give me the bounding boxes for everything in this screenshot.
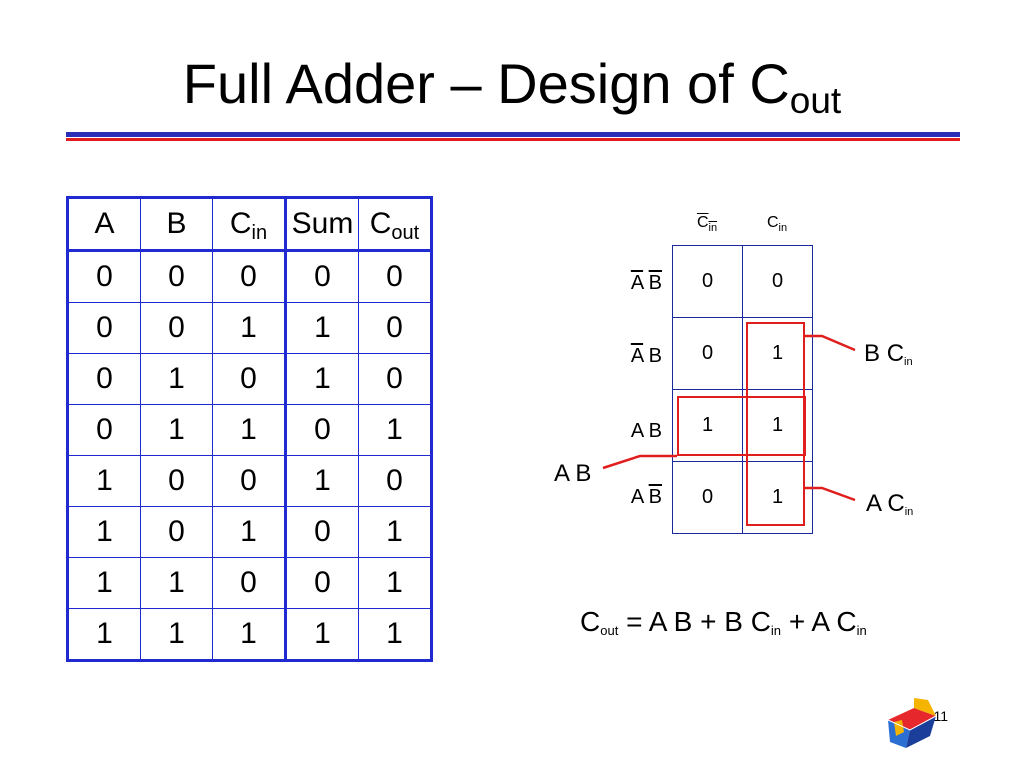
kmap-row-label-a-bbar: A B <box>630 486 662 508</box>
table-cell: 1 <box>358 608 432 661</box>
table-cell: 1 <box>140 608 213 661</box>
group-box-ab <box>677 396 806 456</box>
kmap-row-label-a-b: A B <box>630 420 662 442</box>
table-cell: 1 <box>358 506 432 558</box>
kmap-col-header-cin-bar: Cin <box>696 214 718 234</box>
group-label-ac: A Cin <box>866 490 914 518</box>
kmap-col-header-cin: Cin <box>766 214 788 234</box>
truth-table-header-row: A B Cin Sum Cout <box>67 197 432 252</box>
header-cout: Cout <box>358 197 432 252</box>
table-cell: 1 <box>358 404 432 456</box>
table-cell: 0 <box>67 250 141 303</box>
title-underline-red <box>66 138 960 141</box>
group-label-bc: B Cin <box>864 340 913 368</box>
table-cell: 1 <box>285 455 359 507</box>
leader-line-ab <box>602 454 677 470</box>
table-cell: 0 <box>285 557 359 609</box>
cout-equation: Cout = A B + B Cin + A Cin <box>580 606 867 638</box>
table-cell: 1 <box>285 608 359 661</box>
table-cell: 1 <box>140 404 213 456</box>
table-cell: 1 <box>212 404 287 456</box>
kmap-row-label-abar-b: A B <box>630 345 662 367</box>
table-cell: 0 <box>212 250 287 303</box>
header-a: A <box>67 197 141 252</box>
table-cell: 0 <box>67 404 141 456</box>
page-number: 11 <box>933 708 948 724</box>
leader-line-bc <box>805 334 856 352</box>
group-box-ac <box>746 396 805 526</box>
university-logo <box>887 698 937 748</box>
table-cell: 0 <box>358 353 432 405</box>
table-cell: 0 <box>140 302 213 354</box>
table-cell: 1 <box>285 302 359 354</box>
table-cell: 1 <box>358 557 432 609</box>
header-sum: Sum <box>285 197 359 252</box>
table-cell: 1 <box>140 557 213 609</box>
header-b: B <box>140 197 213 252</box>
table-cell: 1 <box>212 302 287 354</box>
header-cin: Cin <box>212 197 287 252</box>
kmap-cell: 1 <box>742 461 813 534</box>
table-cell: 0 <box>212 557 287 609</box>
table-cell: 0 <box>212 353 287 405</box>
table-cell: 0 <box>358 250 432 303</box>
table-cell: 0 <box>285 506 359 558</box>
table-cell: 1 <box>67 506 141 558</box>
table-cell: 1 <box>212 506 287 558</box>
slide-title: Full Adder – Design of Cout <box>182 52 842 121</box>
group-label-ab: A B <box>554 460 592 487</box>
table-cell: 1 <box>212 608 287 661</box>
kmap-row-label-abar-bbar: A B <box>630 272 662 294</box>
table-cell: 0 <box>67 302 141 354</box>
table-cell: 1 <box>285 353 359 405</box>
title-underline-blue <box>66 132 960 137</box>
leader-line-ac <box>805 486 856 502</box>
